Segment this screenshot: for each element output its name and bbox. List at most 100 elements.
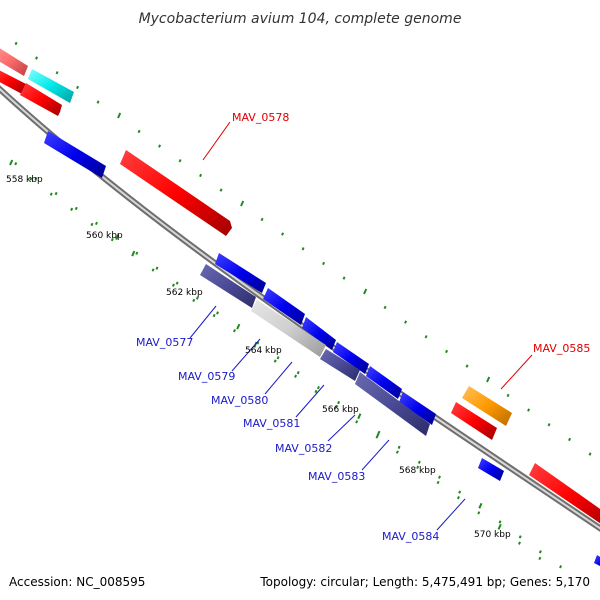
scale-tick bbox=[137, 129, 141, 134]
scale-tick bbox=[70, 207, 74, 211]
gene-label-mav-0578[interactable]: MAV_0578 bbox=[232, 111, 289, 124]
scale-tick bbox=[9, 159, 14, 166]
scale-tick bbox=[334, 404, 338, 409]
scale-tick bbox=[342, 276, 346, 280]
kbp-label: 566 kbp bbox=[322, 405, 359, 415]
gene-feature bbox=[594, 555, 600, 566]
scale-tick bbox=[397, 445, 401, 449]
scale-tick bbox=[424, 335, 428, 339]
scale-tick bbox=[96, 100, 100, 104]
scale-tick bbox=[518, 535, 522, 539]
scale-tick bbox=[337, 400, 341, 405]
kbp-labels: 558 kbp 560 kbp 562 kbp 564 kbp 566 kbp … bbox=[6, 175, 511, 540]
scale-tick bbox=[219, 188, 223, 192]
scale-tick bbox=[588, 452, 592, 456]
scale-tick bbox=[497, 523, 502, 530]
scale-tick bbox=[76, 85, 80, 90]
scale-tick bbox=[559, 565, 563, 569]
scale-tick bbox=[322, 261, 326, 266]
scale-tick bbox=[314, 389, 318, 394]
scale-tick bbox=[458, 490, 462, 494]
scale-tick bbox=[417, 460, 421, 464]
kbp-label: 568 kbp bbox=[399, 466, 436, 476]
scale-tick bbox=[29, 177, 33, 181]
scale-tick bbox=[498, 520, 502, 524]
scale-tick bbox=[90, 222, 94, 227]
scale-tick bbox=[260, 217, 264, 222]
scale-tick bbox=[175, 281, 179, 285]
scale-tick bbox=[151, 268, 155, 272]
gene-feature bbox=[320, 349, 360, 381]
scale-tick bbox=[383, 305, 387, 310]
scale-tick bbox=[316, 385, 320, 390]
scale-tick bbox=[486, 376, 491, 383]
scale-tick bbox=[273, 359, 277, 363]
gene-features bbox=[0, 48, 600, 566]
gene-feature bbox=[0, 48, 28, 76]
kbp-label: 560 kbp bbox=[86, 231, 123, 241]
gene-label-mav-0579[interactable]: MAV_0579 bbox=[178, 370, 235, 383]
scale-tick bbox=[135, 251, 139, 255]
gene-label-mav-0585[interactable]: MAV_0585 bbox=[533, 342, 590, 355]
gene-label-mav-0584[interactable]: MAV_0584 bbox=[382, 530, 439, 543]
scale-tick bbox=[178, 159, 182, 163]
scale-tick bbox=[294, 374, 298, 378]
scale-tick bbox=[74, 206, 78, 211]
scale-tick bbox=[527, 408, 531, 412]
scale-tick bbox=[212, 313, 216, 318]
scale-tick bbox=[216, 311, 220, 315]
kbp-label: 562 kbp bbox=[166, 288, 203, 298]
gene-label-mav-0580[interactable]: MAV_0580 bbox=[211, 394, 268, 407]
scale-tick bbox=[158, 144, 162, 148]
scale-tick bbox=[281, 232, 285, 236]
genome-summary-text: Topology: circular; Length: 5,475,491 bp… bbox=[259, 575, 590, 589]
scale-tick bbox=[478, 502, 483, 509]
gene-feature bbox=[333, 342, 369, 374]
scale-tick bbox=[301, 247, 305, 251]
gene-feature bbox=[399, 392, 436, 425]
gene-feature bbox=[302, 317, 336, 350]
scale-tick bbox=[395, 450, 399, 454]
gene-feature bbox=[366, 366, 402, 399]
scale-tick bbox=[438, 475, 441, 479]
scale-tick bbox=[355, 420, 359, 424]
scale-tick bbox=[115, 234, 120, 240]
scale-tick bbox=[456, 496, 460, 500]
scale-tick bbox=[117, 112, 122, 119]
gene-feature bbox=[20, 83, 62, 116]
scale-tick bbox=[110, 237, 114, 242]
scale-tick bbox=[233, 329, 236, 333]
scale-tick bbox=[256, 341, 260, 345]
scale-tick bbox=[357, 413, 362, 420]
scale-tick bbox=[465, 364, 469, 368]
backbone-track-inner bbox=[0, 87, 600, 530]
gene-label-mav-0581[interactable]: MAV_0581 bbox=[243, 417, 300, 430]
gene-feature bbox=[263, 288, 305, 325]
kbp-label: 570 kbp bbox=[474, 530, 511, 540]
scale-tick bbox=[131, 250, 136, 257]
scale-tick bbox=[35, 56, 39, 60]
gene-label-mav-0577[interactable]: MAV_0577 bbox=[136, 336, 193, 349]
scale-tick bbox=[445, 349, 449, 354]
gene-feature bbox=[478, 458, 504, 481]
scale-tick bbox=[155, 266, 159, 270]
tick-marks bbox=[9, 41, 592, 569]
scale-tick bbox=[54, 191, 58, 196]
gene-feature bbox=[200, 264, 256, 308]
gene-feature bbox=[529, 463, 600, 524]
gene-feature bbox=[215, 253, 266, 293]
gene-feature bbox=[451, 402, 497, 440]
gene-label-mav-0583[interactable]: MAV_0583 bbox=[308, 470, 365, 483]
scale-tick bbox=[538, 550, 542, 554]
kbp-label: 564 kbp bbox=[245, 346, 282, 356]
scale-tick bbox=[506, 393, 510, 398]
gene-labels: MAV_0578 MAV_0585 MAV_0577 MAV_0579 MAV_… bbox=[136, 111, 590, 543]
scale-tick bbox=[477, 511, 481, 515]
gene-label-mav-0582[interactable]: MAV_0582 bbox=[275, 442, 332, 455]
gene-feature bbox=[0, 70, 26, 94]
scale-tick bbox=[404, 320, 408, 324]
scale-tick bbox=[363, 288, 368, 295]
gene-feature bbox=[355, 372, 430, 436]
scale-tick bbox=[171, 283, 175, 287]
